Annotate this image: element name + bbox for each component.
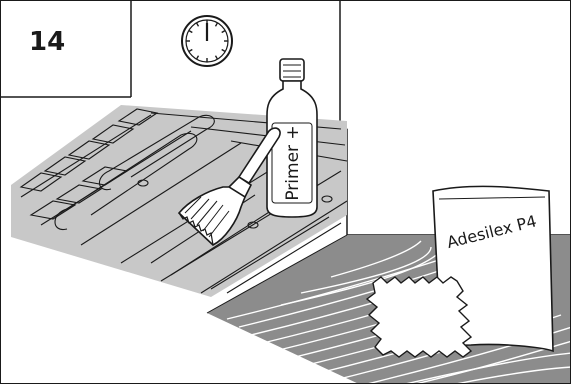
sponge-icon [365, 276, 473, 358]
step-number: 14 [29, 27, 66, 57]
adhesive-bag-icon: Adesilex P4 [432, 185, 554, 353]
paint-brush-icon [177, 127, 281, 246]
clock-icon [181, 15, 233, 67]
primer-bottle-icon: Primer + [266, 58, 318, 218]
bottle-label: Primer + [283, 125, 303, 200]
